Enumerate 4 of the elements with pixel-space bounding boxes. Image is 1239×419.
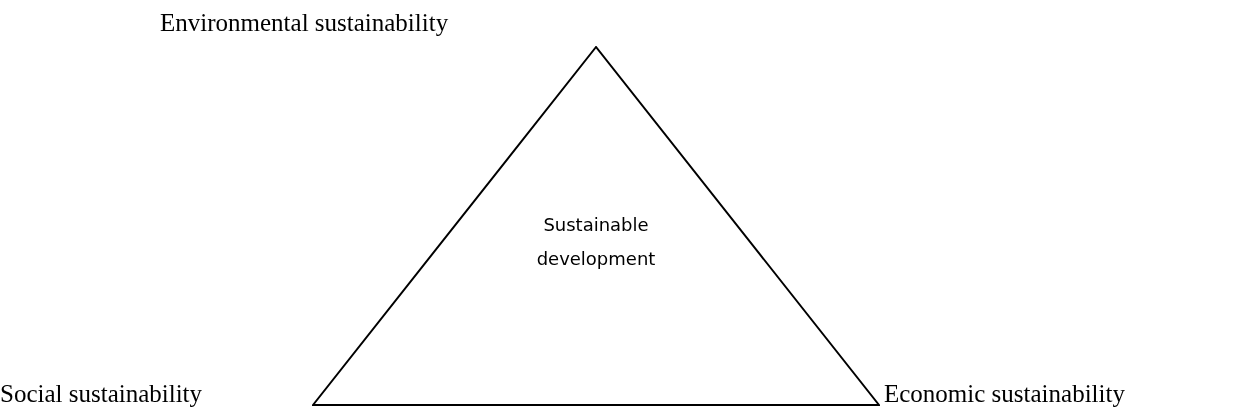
center-label: Sustainable development (535, 213, 657, 271)
corner-label: Economic sustainability (884, 381, 1125, 406)
corner-label: Environmental sustainability (160, 10, 449, 35)
corner-label: Social sustainability (0, 381, 203, 406)
